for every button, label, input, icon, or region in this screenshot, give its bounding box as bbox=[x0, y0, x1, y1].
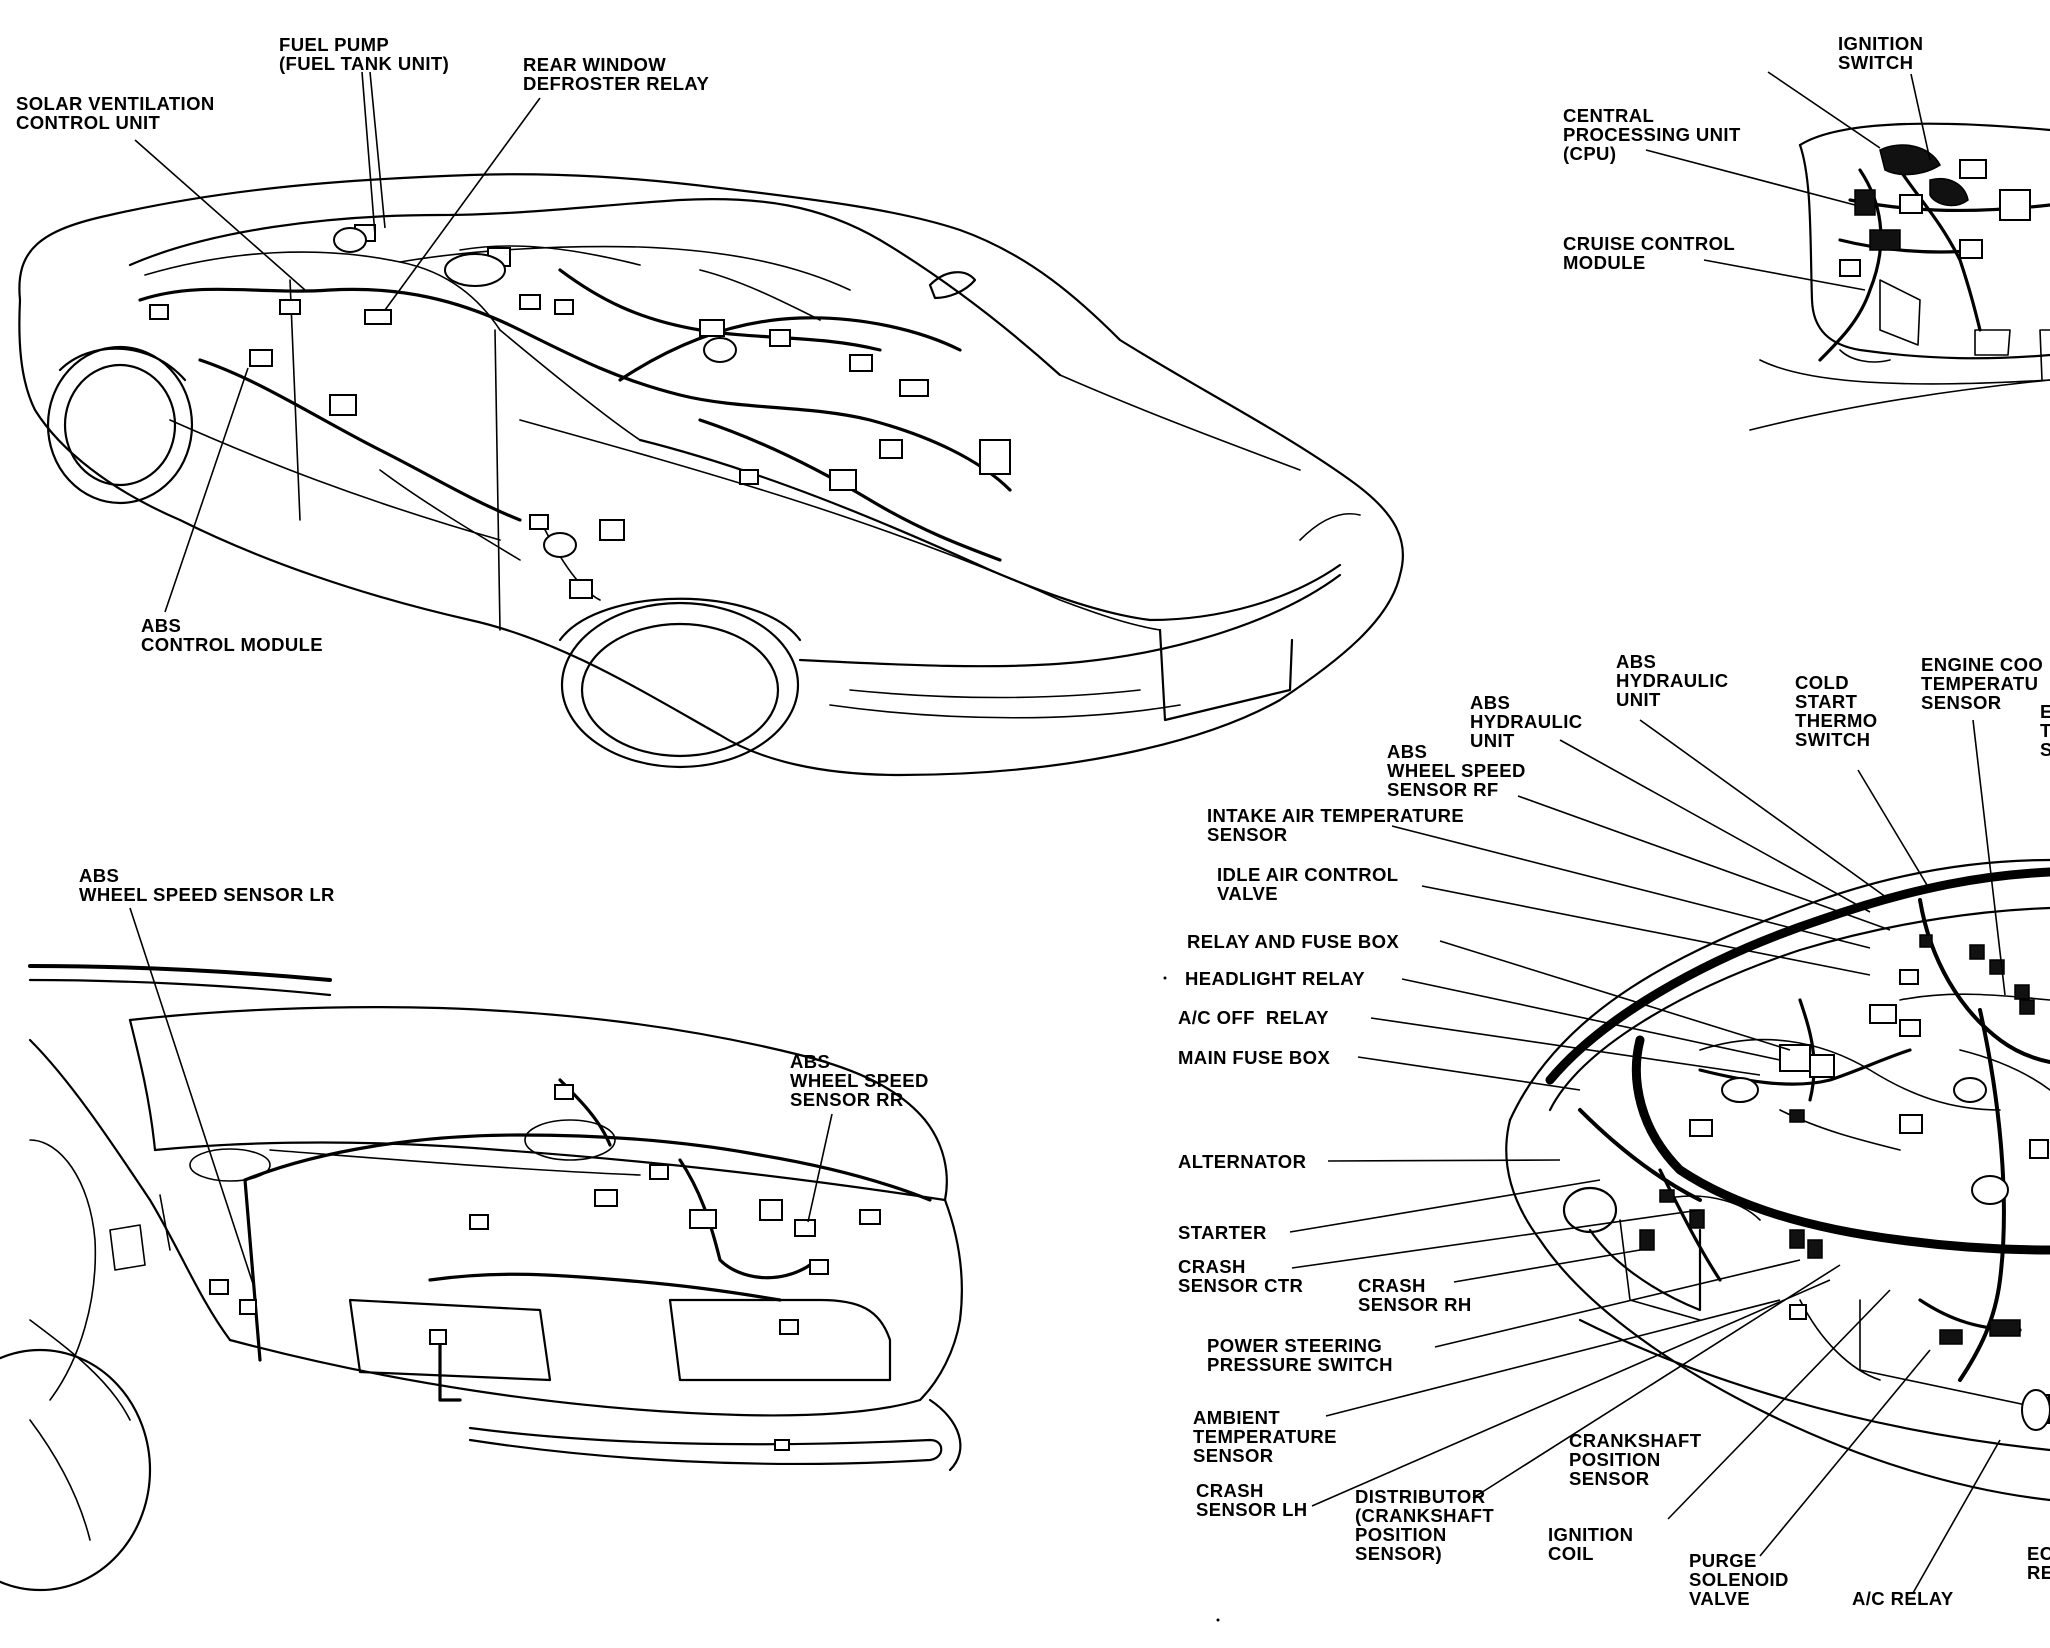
label-ignition-coil: IGNITION COIL bbox=[1548, 1524, 1634, 1564]
car-connectors bbox=[149, 224, 1011, 599]
dash-detail-illustration bbox=[1749, 122, 2050, 431]
label-distributor: DISTRIBUTOR (CRANKSHAFT POSITION SENSOR) bbox=[1355, 1486, 1495, 1564]
label-abs-wheel-speed-sensor-rf: ABS WHEEL SPEED SENSOR RF bbox=[1387, 741, 1526, 800]
engine-connectors bbox=[1639, 934, 2050, 1431]
car-overview-illustration bbox=[18, 173, 1404, 777]
label-abs-hydraulic-unit: ABS HYDRAULIC UNIT bbox=[1470, 692, 1583, 751]
label-intake-air-temperature-sensor: INTAKE AIR TEMPERATURE SENSOR bbox=[1207, 805, 1465, 845]
label-purge-solenoid-valve: PURGE SOLENOID VALVE bbox=[1689, 1550, 1789, 1609]
label-crankshaft-position-sensor: CRANKSHAFT POSITION SENSOR bbox=[1569, 1430, 1702, 1489]
label-rear-window-defroster-relay: REAR WINDOW DEFROSTER RELAY bbox=[523, 54, 710, 94]
label-cold-start-thermo-switch: COLD START THERMO SWITCH bbox=[1795, 672, 1878, 750]
label-clipped-bottom-right: EC RE bbox=[2027, 1543, 2050, 1583]
label-solar-ventilation-control-unit: SOLAR VENTILATION CONTROL UNIT bbox=[16, 93, 215, 133]
label-crash-sensor-lh: CRASH SENSOR LH bbox=[1196, 1480, 1308, 1520]
label-engine-coolant-temperature-sensor: ENGINE COO TEMPERATU SENSOR bbox=[1921, 654, 2044, 713]
engine-bay-illustration bbox=[1505, 858, 2050, 1502]
speck bbox=[1163, 976, 1167, 980]
rear-detail-illustration bbox=[0, 964, 963, 1592]
speck bbox=[1216, 1618, 1220, 1622]
label-alternator: ALTERNATOR bbox=[1178, 1151, 1307, 1172]
label-headlight-relay: HEADLIGHT RELAY bbox=[1185, 968, 1366, 989]
label-ignition-switch: IGNITION SWITCH bbox=[1838, 33, 1924, 73]
label-relay-and-fuse-box: RELAY AND FUSE BOX bbox=[1187, 931, 1400, 952]
leader-lines bbox=[129, 71, 2006, 1594]
label-fuel-pump: FUEL PUMP (FUEL TANK UNIT) bbox=[279, 34, 450, 74]
label-idle-air-control-valve: IDLE AIR CONTROL VALVE bbox=[1217, 864, 1399, 904]
label-abs-hydraulic-unit: ABS HYDRAULIC UNIT bbox=[1616, 651, 1729, 710]
label-abs-wheel-speed-sensor-rr: ABS WHEEL SPEED SENSOR RR bbox=[790, 1051, 929, 1110]
label-crash-sensor-rh: CRASH SENSOR RH bbox=[1358, 1275, 1472, 1315]
label-ambient-temperature-sensor: AMBIENT TEMPERATURE SENSOR bbox=[1193, 1407, 1337, 1466]
label-ac-relay: A/C RELAY bbox=[1852, 1588, 1954, 1609]
label-main-fuse-box: MAIN FUSE BOX bbox=[1178, 1047, 1331, 1068]
label-starter: STARTER bbox=[1178, 1222, 1267, 1243]
label-power-steering-pressure-switch: POWER STEERING PRESSURE SWITCH bbox=[1207, 1335, 1393, 1375]
label-abs-wheel-speed-sensor-lr: ABS WHEEL SPEED SENSOR LR bbox=[79, 865, 335, 905]
label-abs-control-module: ABS CONTROL MODULE bbox=[141, 615, 324, 655]
label-clipped-right: E T S bbox=[2040, 701, 2050, 760]
label-crash-sensor-ctr: CRASH SENSOR CTR bbox=[1178, 1256, 1304, 1296]
label-ac-off-relay: A/C OFF RELAY bbox=[1178, 1007, 1329, 1028]
label-cruise-control-module: CRUISE CONTROL MODULE bbox=[1563, 233, 1736, 273]
label-central-processing-unit: CENTRAL PROCESSING UNIT (CPU) bbox=[1563, 105, 1741, 164]
